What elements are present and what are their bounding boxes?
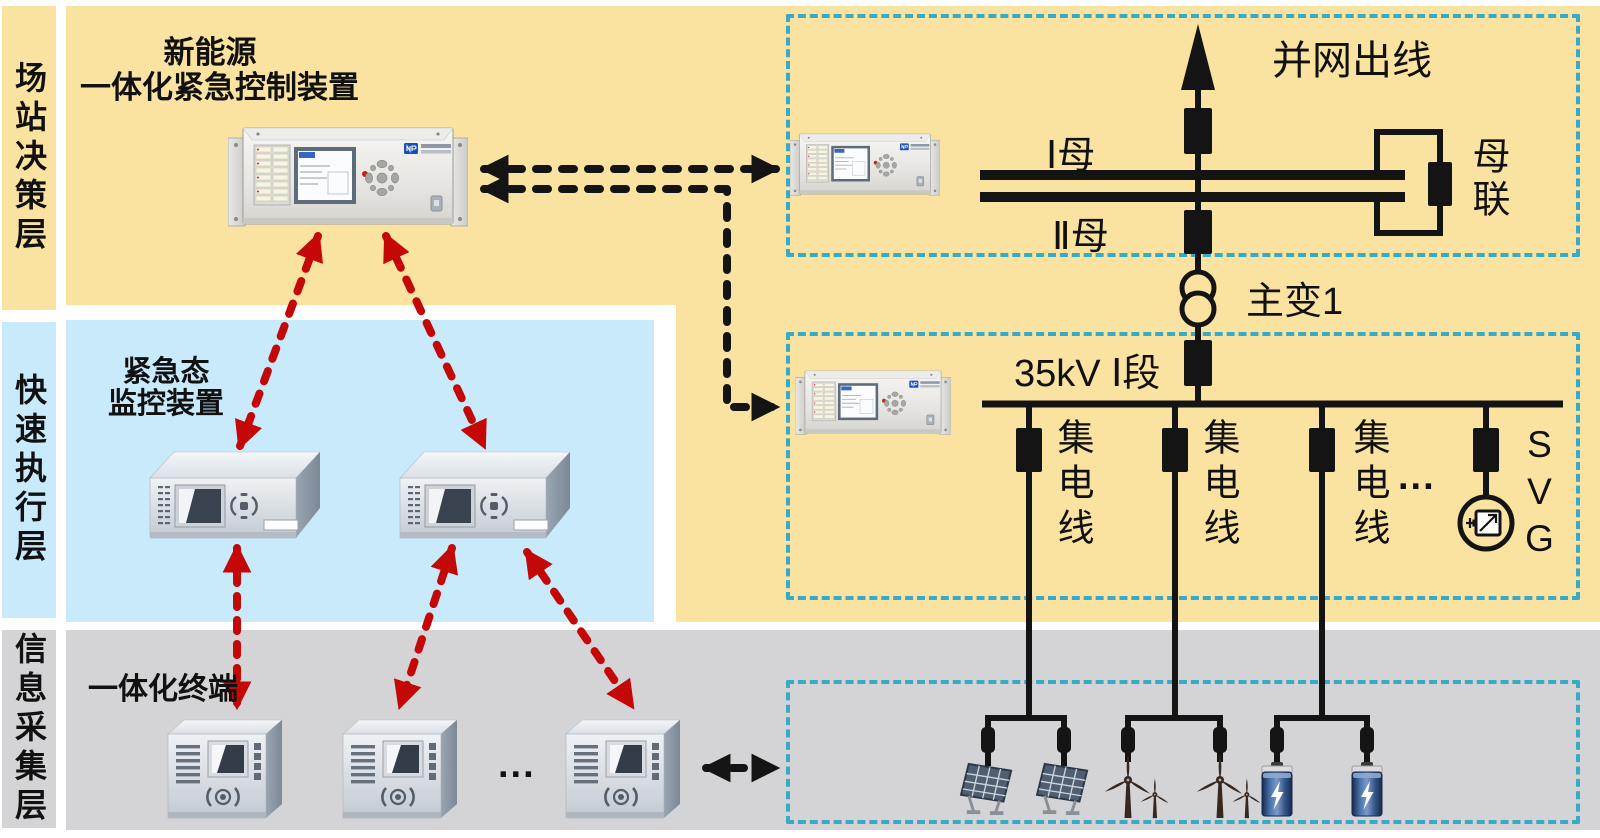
layer-label-collection: 信息采集层 — [11, 631, 47, 827]
integrated-terminal-3 — [564, 718, 690, 822]
svg-device-label: SVG — [1519, 424, 1560, 565]
battery-storage-icon — [1260, 762, 1294, 818]
control-device-label-line2: 一体化紧急控制装置 — [80, 69, 359, 105]
battery-storage-icon — [1350, 762, 1384, 818]
emergency-monitor-device-2 — [398, 450, 570, 542]
bus-section-label: 35kV Ⅰ段 — [1014, 353, 1161, 395]
control-device-label-line1: 新能源 — [163, 35, 257, 70]
region-right-yellow — [676, 305, 1600, 622]
bus-section-box-35kv — [786, 332, 1580, 600]
terminal-ellipsis: ... — [498, 744, 536, 786]
layer-label-decision: 场站决策层 — [11, 60, 47, 256]
feeder-ellipsis: ... — [1398, 456, 1436, 498]
transformer-label: 主变1 — [1246, 281, 1344, 323]
feeder-label-2: 集电线 — [1198, 418, 1239, 553]
terminal-device-label: 一体化终端 — [88, 673, 238, 706]
monitor-device-label-line2: 监控装置 — [107, 388, 224, 421]
solar-panel-icon — [957, 762, 1019, 816]
layer-band-execution: 快速执行层 — [2, 322, 56, 618]
integrated-terminal-1 — [166, 718, 292, 822]
feeder-label-1: 集电线 — [1052, 418, 1093, 553]
grid-outlet-label: 并网出线 — [1272, 39, 1432, 83]
control-device — [228, 122, 468, 230]
layer-label-execution: 快速执行层 — [11, 372, 47, 568]
control-device-label: 新能源 一体化紧急控制装置 — [80, 35, 359, 105]
bus-section-box-110kv — [786, 14, 1580, 257]
generation-units-box — [786, 680, 1580, 824]
wind-turbine-icon — [1104, 750, 1168, 820]
layer-band-decision: 场站决策层 — [2, 6, 56, 310]
layer-band-collection: 信息采集层 — [2, 630, 56, 828]
bus2-label: Ⅱ母 — [1052, 216, 1109, 258]
emergency-monitor-device-1 — [148, 450, 320, 542]
integrated-terminal-2 — [341, 718, 467, 822]
wind-turbine-icon — [1196, 750, 1260, 820]
bus1-label: Ⅰ母 — [1046, 135, 1096, 177]
box2-monitor-device — [795, 367, 951, 437]
box1-monitor-device — [790, 130, 940, 198]
bus-tie-label: 母联 — [1466, 136, 1508, 222]
monitor-device-label: 紧急态 监控装置 — [82, 356, 250, 421]
monitor-device-label-line1: 紧急态 — [122, 356, 210, 388]
feeder-label-3: 集电线 — [1348, 418, 1389, 553]
solar-panel-icon — [1033, 762, 1095, 816]
